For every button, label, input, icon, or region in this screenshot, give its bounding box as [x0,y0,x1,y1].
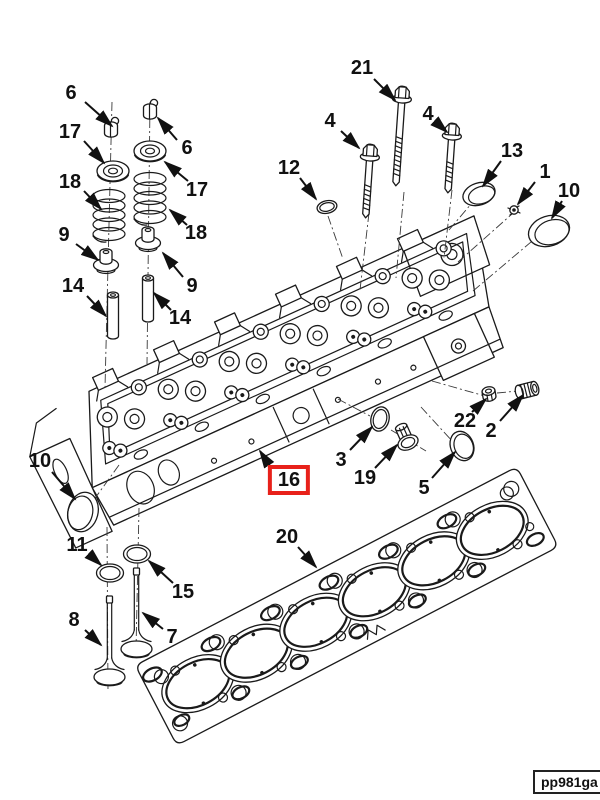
callout-17-right[interactable]: 17 [185,179,209,201]
callout-10-top[interactable]: 10 [557,180,581,202]
cup-plug-10-left [66,491,99,533]
valve-seat-11 [95,563,125,583]
callout-20[interactable]: 20 [275,526,299,548]
callout-8[interactable]: 8 [68,609,80,631]
set-screw-1 [507,205,521,216]
leader-arrows [51,78,566,647]
callout-4-left[interactable]: 4 [324,110,336,132]
valve-8 [93,595,126,687]
spring-retainer-right [133,140,167,163]
callout-3[interactable]: 3 [335,449,347,471]
valve-seal-left [92,248,120,275]
callout-1[interactable]: 1 [539,161,551,183]
callout-14-right[interactable]: 14 [168,307,192,329]
cup-plug-10-right [527,214,571,248]
valve-keeper-right [142,98,159,120]
callout-5[interactable]: 5 [418,477,430,499]
callout-16-selected[interactable]: 16 [267,465,311,495]
head-bolt-medium-left [359,142,381,219]
cup-seal-5 [449,430,475,462]
callout-18-right[interactable]: 18 [184,222,208,244]
cylinder-head-body [29,215,504,549]
valve-guide-left [106,291,120,340]
callout-10-left[interactable]: 10 [28,450,52,472]
callout-14-left[interactable]: 14 [61,275,85,297]
callout-2[interactable]: 2 [485,420,497,442]
callout-19[interactable]: 19 [353,467,377,489]
valve-spring-right [133,171,167,226]
cup-plug-13 [459,177,499,211]
nut-22 [481,386,497,402]
callout-7[interactable]: 7 [166,626,178,648]
spring-retainer-left [96,160,130,183]
callout-9-right[interactable]: 9 [186,275,198,297]
valve-seat-15 [122,544,152,564]
callout-13[interactable]: 13 [500,140,524,162]
valve-guide-right [141,274,155,323]
callout-18-left[interactable]: 18 [58,171,82,193]
callout-4-right[interactable]: 4 [422,103,434,125]
drawing-code-label: pp981ga [533,770,600,794]
callout-22[interactable]: 22 [453,410,477,432]
head-bolt-long [391,84,413,187]
head-gasket-drawing [137,468,557,744]
callout-12[interactable]: 12 [277,157,301,179]
o-ring-3 [370,406,390,432]
callout-15[interactable]: 15 [171,581,195,603]
head-bolt-medium-right [441,121,463,194]
callout-9-left[interactable]: 9 [58,224,70,246]
callout-6-right[interactable]: 6 [181,137,193,159]
callout-17-left[interactable]: 17 [58,121,82,143]
callout-6-left[interactable]: 6 [65,82,77,104]
valve-seal-right [134,226,162,253]
threaded-plug-2 [514,380,540,400]
hex-plug-19 [394,422,419,451]
callout-21[interactable]: 21 [350,57,374,79]
sealing-ring-12 [316,199,338,215]
callout-11[interactable]: 11 [66,534,88,556]
